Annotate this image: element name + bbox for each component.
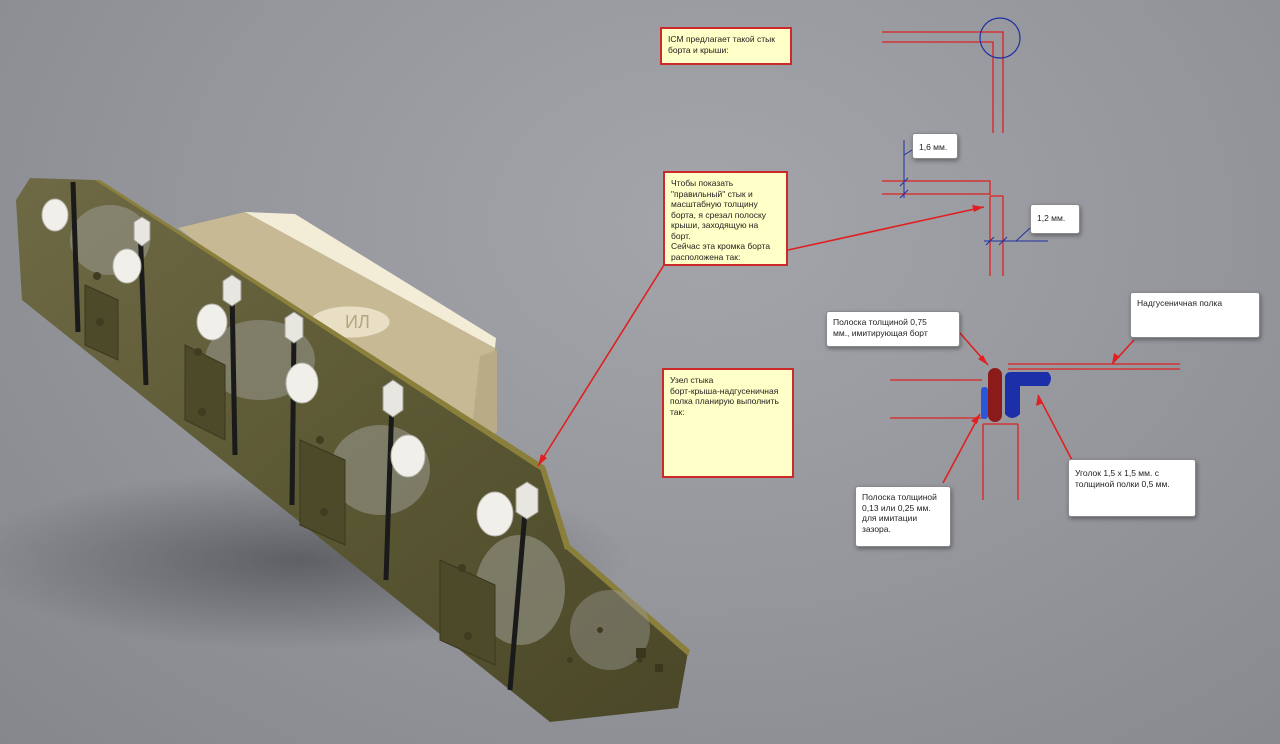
gap-strip-shape: [981, 387, 988, 419]
side-strip-shape: [988, 368, 1002, 422]
icm-joint-highlight-circle: [979, 17, 1021, 59]
callout-side-strip: Полоска толщиной 0,75 мм., имитирующая б…: [826, 311, 960, 347]
hull-side-panel: [16, 178, 690, 722]
note-assembly-plan: Узел стыка борт-крыша-надгусеничная полк…: [662, 368, 794, 478]
icm-joint-drawing: [882, 31, 1004, 133]
dimension-label-1-6mm: 1,6 мм.: [912, 133, 958, 159]
callout-gap-strip: Полоска толщиной 0,13 или 0,25 мм. для и…: [855, 486, 951, 547]
correct-joint-drawing: [882, 180, 1004, 276]
angle-shape: [1005, 372, 1051, 418]
assembly-drawing: [890, 363, 1180, 500]
note-icm-joint: ICM предлагает такой стык борта и крыши:: [660, 27, 792, 65]
dimension-lines: [899, 140, 1048, 246]
callout-angle: Уголок 1,5 х 1,5 мм. с толщиной полки 0,…: [1068, 459, 1196, 517]
note-correct-joint: Чтобы показать "правильный" стык и масшт…: [663, 171, 788, 266]
svg-text:ИЛ: ИЛ: [345, 312, 370, 332]
leader-arrowheads: [538, 205, 1120, 466]
dimension-label-1-2mm: 1,2 мм.: [1030, 204, 1080, 234]
callout-fender: Надгусеничная полка: [1130, 292, 1260, 338]
